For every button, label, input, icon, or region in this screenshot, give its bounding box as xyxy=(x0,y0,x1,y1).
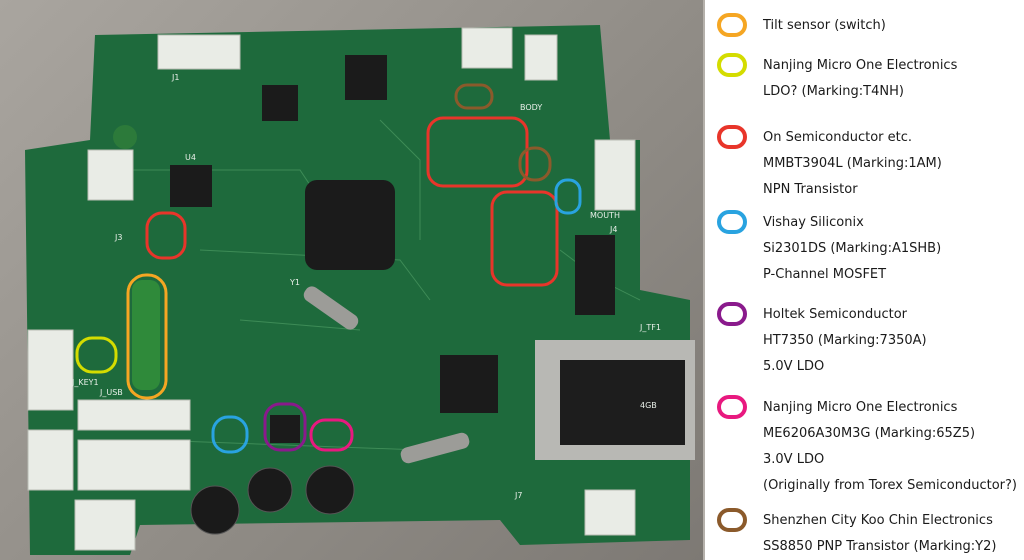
annotation-ldo-t4nh xyxy=(75,336,118,374)
legend: Tilt sensor (switch) Nanjing Micro One E… xyxy=(703,0,1024,560)
connector-usb xyxy=(77,399,191,431)
annotation-mosfet-2 xyxy=(211,415,249,454)
capacitor-green xyxy=(113,125,137,149)
legend-text: 5.0V LDO xyxy=(763,359,825,374)
pin-header-j4 xyxy=(575,235,615,315)
annotation-ht7350 xyxy=(263,402,307,452)
connector-spk xyxy=(584,489,636,536)
connector-body xyxy=(461,27,513,69)
annotation-tilt-sensor xyxy=(126,273,168,400)
annotation-me6206 xyxy=(309,418,354,452)
chip-top xyxy=(345,55,387,100)
annotation-mosfet-1 xyxy=(554,178,582,215)
legend-text: Tilt sensor (switch) xyxy=(763,18,886,33)
connector-sw xyxy=(77,439,191,491)
capacitor xyxy=(247,467,293,513)
legend-text: Holtek Semiconductor xyxy=(763,307,907,322)
sd-card xyxy=(560,360,685,445)
chip-u4 xyxy=(170,165,212,207)
annotation-npn-1 xyxy=(145,211,187,260)
silk-j7: J7 xyxy=(514,491,522,500)
chip-eeprom xyxy=(262,85,298,121)
legend-text: P-Channel MOSFET xyxy=(763,267,887,282)
chip-u2 xyxy=(270,415,300,443)
crystal-y1 xyxy=(303,286,359,330)
legend-text: (Originally from Torex Semiconductor?) xyxy=(763,478,1017,493)
blue-ring-icon xyxy=(717,210,747,234)
connector-left xyxy=(27,329,74,411)
legend-text: Si2301DS (Marking:A1SHB) xyxy=(763,241,942,256)
capacitor xyxy=(190,485,240,535)
silk-j-tf1: J_TF1 xyxy=(639,323,661,332)
silk-y1: Y1 xyxy=(289,278,300,287)
legend-text: On Semiconductor etc. xyxy=(763,130,913,145)
crystal-bottom xyxy=(400,432,470,464)
legend-text: HT7350 (Marking:7350A) xyxy=(763,333,927,348)
legend-text: Nanjing Micro One Electronics xyxy=(763,400,958,415)
legend-text: SS8850 PNP Transistor (Marking:Y2) xyxy=(763,539,997,554)
purple-ring-icon xyxy=(717,302,747,326)
legend-text: NPN Transistor xyxy=(763,182,858,197)
red-ring-icon xyxy=(717,125,747,149)
connector-j1 xyxy=(157,34,241,70)
annotation-ss8850-1 xyxy=(454,83,494,110)
silk-j-key1: J_KEY1 xyxy=(71,378,99,387)
connector-j3 xyxy=(87,149,134,201)
silk-j3: J3 xyxy=(114,233,122,242)
silk-j4: J4 xyxy=(609,225,617,234)
legend-text: MMBT3904L (Marking:1AM) xyxy=(763,156,942,171)
silk-sd-card: 4GB xyxy=(640,401,657,410)
legend-text: Shenzhen City Koo Chin Electronics xyxy=(763,513,993,528)
legend-text: ME6206A30M3G (Marking:65Z5) xyxy=(763,426,976,441)
annotation-npn-2 xyxy=(426,116,529,188)
tilt-sensor xyxy=(132,280,160,390)
silk-u4: U4 xyxy=(185,153,196,162)
connector-body-2 xyxy=(524,34,558,81)
orange-ring-icon xyxy=(717,13,747,37)
magenta-ring-icon xyxy=(717,395,747,419)
legend-text: 3.0V LDO xyxy=(763,452,825,467)
legend-text: LDO? (Marking:T4NH) xyxy=(763,84,904,99)
yellow-ring-icon xyxy=(717,53,747,77)
main-processor xyxy=(305,180,395,270)
pcb-board xyxy=(25,25,690,555)
pcb-board-drawing: J1 J3 J4 J7 J_TF1 MOUTH BODY J_KEY1 J_US… xyxy=(25,25,695,555)
silk-j-usb: J_USB xyxy=(99,388,123,397)
silk-mouth: MOUTH xyxy=(590,211,620,220)
connector-ba xyxy=(74,499,136,551)
connector-mouth xyxy=(594,139,636,211)
silk-j1: J1 xyxy=(171,73,179,82)
brown-ring-icon xyxy=(717,508,747,532)
legend-text: Nanjing Micro One Electronics xyxy=(763,58,958,73)
legend-text: Vishay Siliconix xyxy=(763,215,864,230)
silk-body: BODY xyxy=(520,103,542,112)
pcb-photo: J1 J3 J4 J7 J_TF1 MOUTH BODY J_KEY1 J_US… xyxy=(0,0,703,560)
chip-qfp xyxy=(440,355,498,413)
connector-left-2 xyxy=(27,429,74,491)
annotation-npn-3 xyxy=(490,190,559,287)
capacitor xyxy=(305,465,355,515)
annotation-ss8850-2 xyxy=(518,146,552,182)
